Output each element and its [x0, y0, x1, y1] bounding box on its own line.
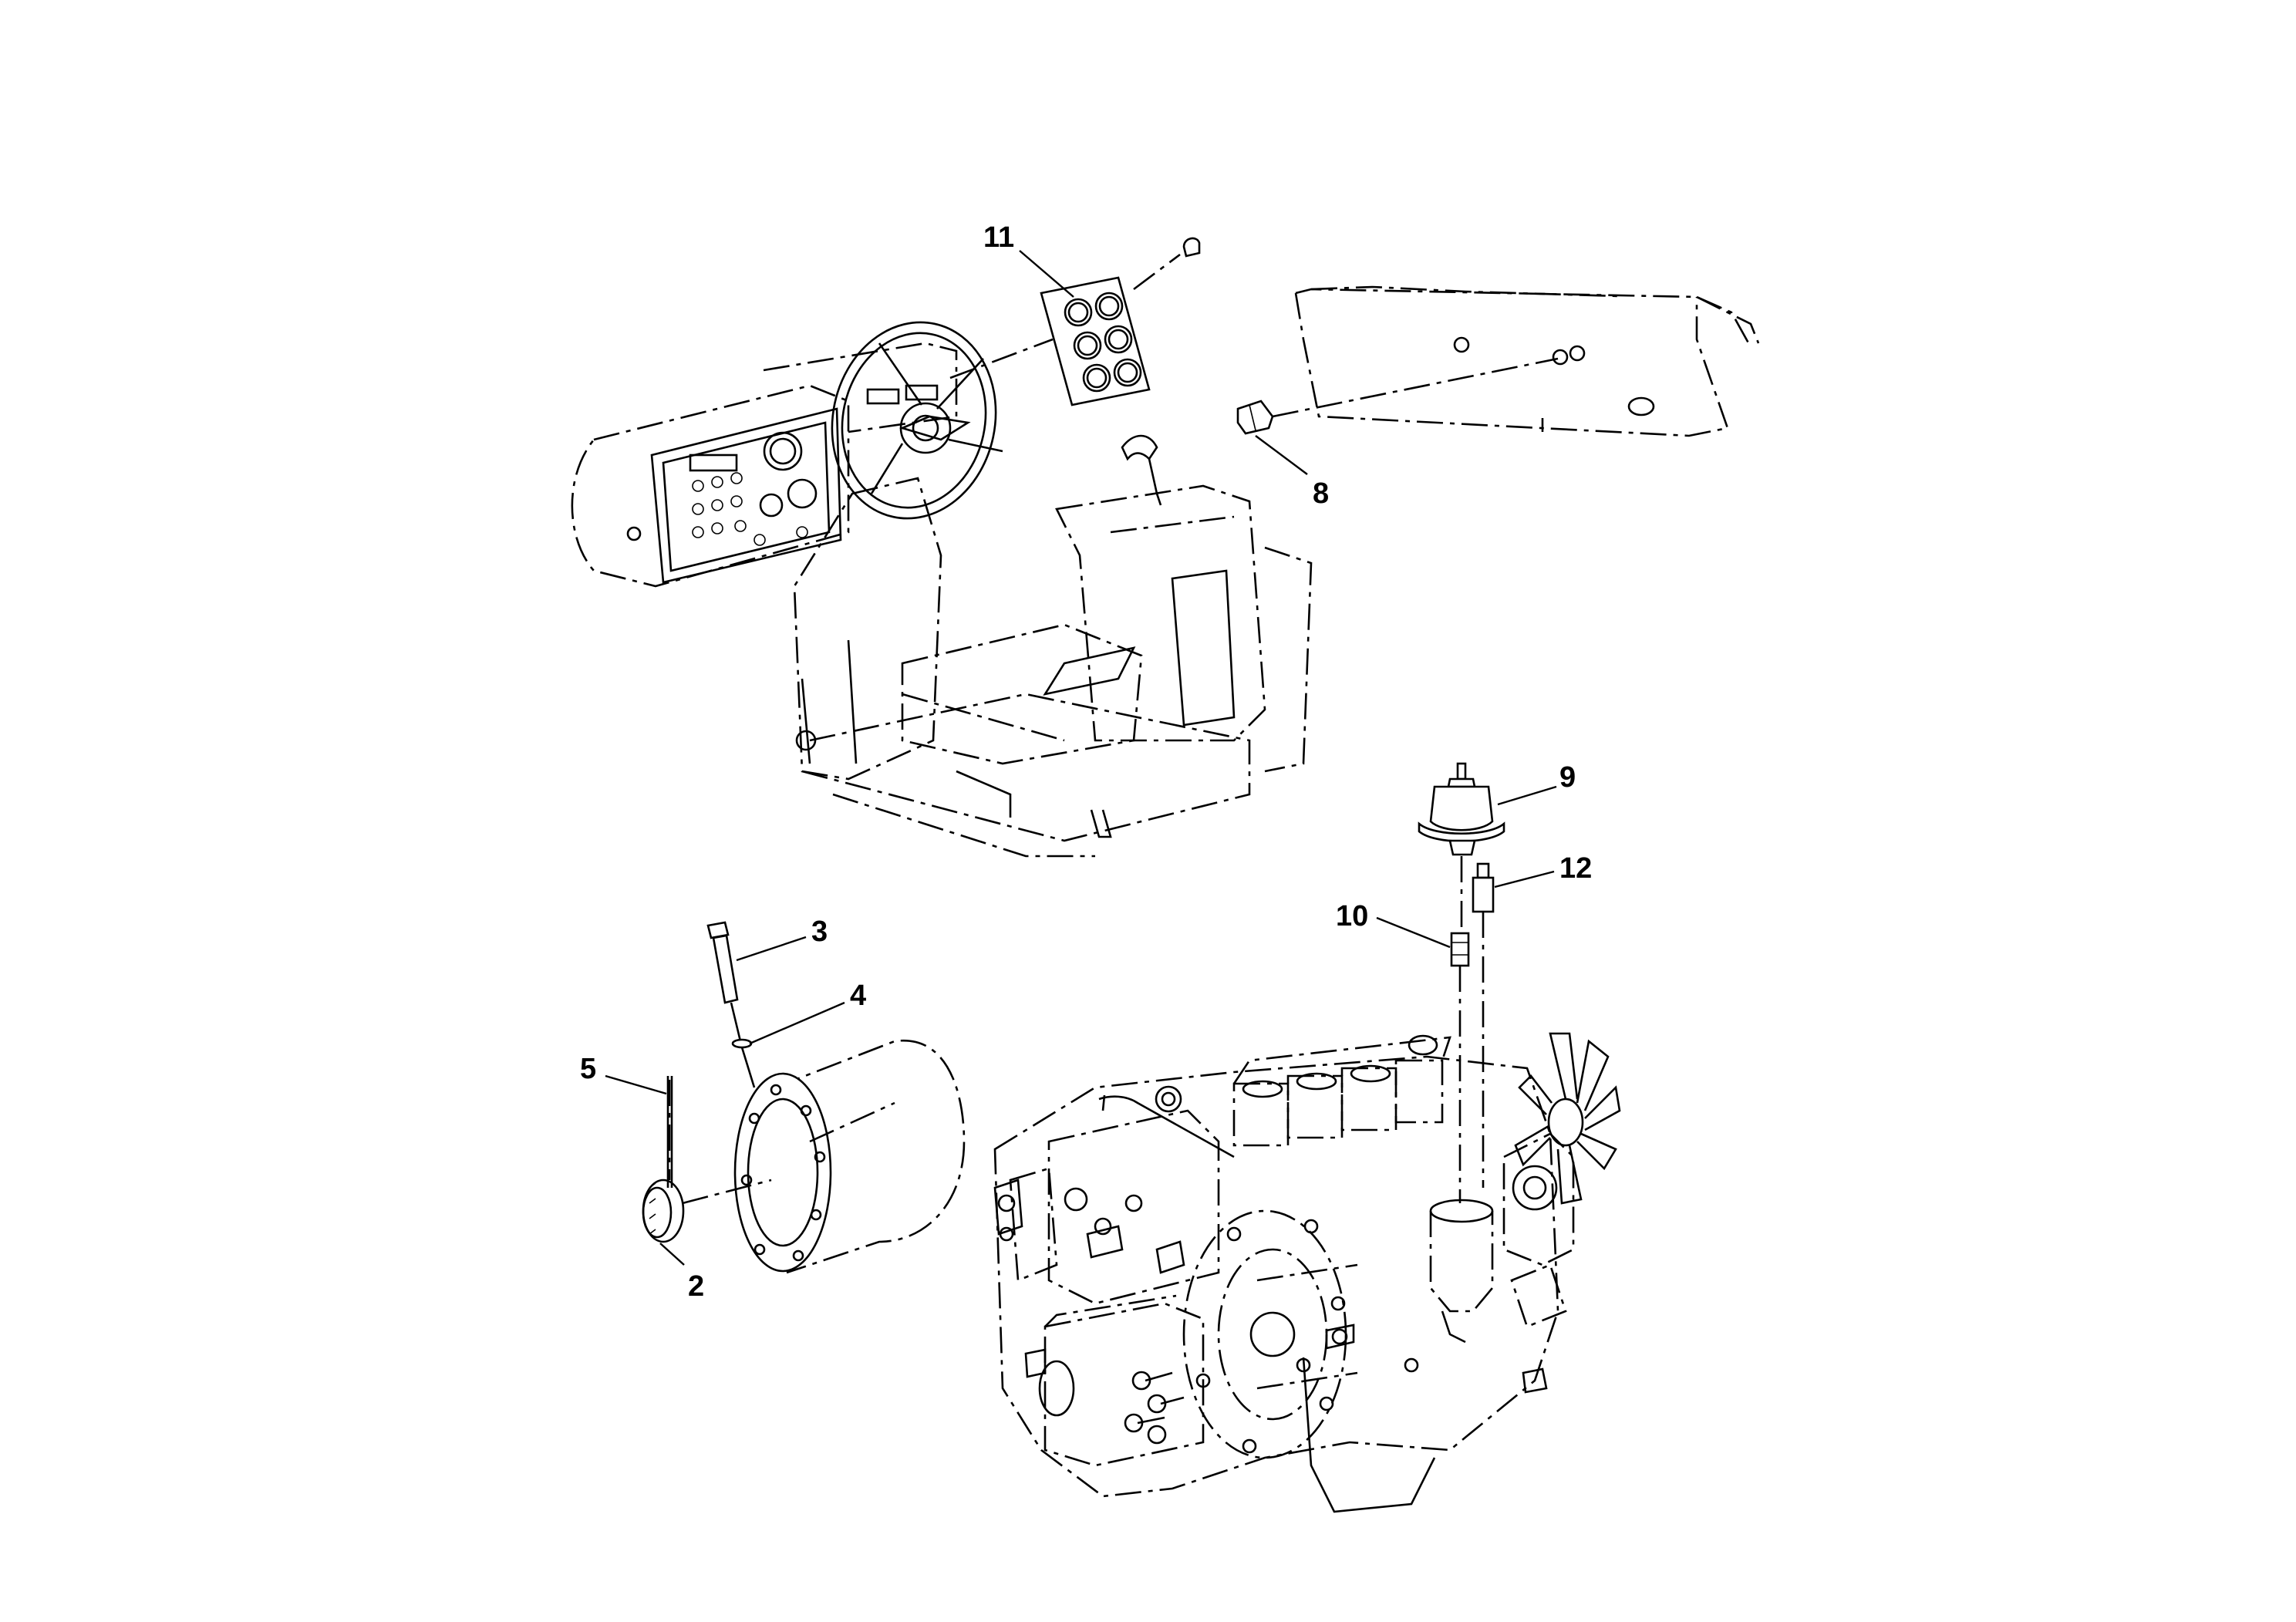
cooling-fan: [1514, 1032, 1621, 1205]
callout-4: 4: [850, 980, 866, 1012]
leader-lines: [605, 250, 1557, 1266]
callout-11: 11: [983, 221, 1014, 254]
adapter-part-10: [1450, 856, 1470, 1203]
flywheel-housing-assembly: [642, 921, 966, 1274]
pressure-sender-part-9: [1418, 762, 1505, 856]
switch-panel-part-11: [949, 237, 1201, 406]
callout-5: 5: [580, 1053, 596, 1085]
callout-labels: 11 8 9 10 12 3 4 5 2: [580, 221, 1592, 1303]
callout-3: 3: [811, 916, 828, 948]
fitting-part-12: [1472, 862, 1495, 1188]
operator-dashboard: [571, 321, 1313, 858]
callout-10: 10: [1336, 900, 1368, 932]
callout-8: 8: [1313, 477, 1329, 510]
callout-9: 9: [1559, 761, 1576, 794]
callout-2: 2: [688, 1270, 704, 1303]
engine-assembly: [993, 1032, 1621, 1513]
callout-12: 12: [1559, 852, 1592, 885]
plug-part-8: [1236, 357, 1559, 435]
engine-cover: [1294, 285, 1760, 437]
